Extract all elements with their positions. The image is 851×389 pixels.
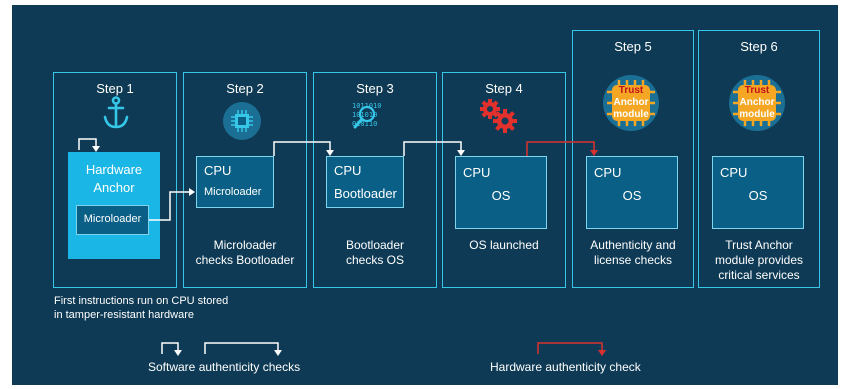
anchor-icon bbox=[103, 96, 129, 129]
legend-software-arrowhead-1 bbox=[174, 350, 182, 356]
legend-software-label: Software authenticity checks bbox=[148, 360, 301, 374]
anchor-label: Anchor bbox=[93, 180, 135, 195]
step-3-cpu-box bbox=[326, 156, 404, 208]
step-1-panel: Step 1 bbox=[53, 72, 177, 288]
step-6-caption-2: module provides bbox=[714, 253, 804, 267]
arrowhead-to-step4 bbox=[457, 150, 465, 156]
legend-software-arrow-2 bbox=[204, 342, 279, 354]
step-4-panel: Step 4 OS launched bbox=[442, 72, 566, 288]
step-5-trust-line-3: module bbox=[613, 109, 649, 120]
microloader-label: Microloader bbox=[83, 213, 142, 225]
trust-anchor-chip-icon bbox=[603, 75, 659, 131]
step-6-panel: Step 6 Trust Anchor module provides crit… bbox=[698, 30, 820, 288]
step-6-trust-line-1: Trust bbox=[744, 85, 770, 96]
svg-text:101010: 101010 bbox=[352, 111, 377, 119]
step-6-trust-line-2: Anchor bbox=[739, 97, 775, 108]
step-2-panel: Step 2 Microloader checks Bootloader bbox=[183, 72, 307, 288]
arrow-step1-self bbox=[78, 138, 97, 150]
step-6-os-label: OS bbox=[748, 188, 768, 203]
step-4-cpu-label: CPU bbox=[463, 165, 491, 180]
legend-hardware-arrow bbox=[537, 342, 603, 354]
arrow-microloader-to-step2 bbox=[149, 191, 194, 221]
step-5-caption-2: license checks bbox=[593, 253, 673, 267]
legend-hardware-label: Hardware authenticity check bbox=[490, 360, 641, 374]
step-3-cpu-label: CPU bbox=[334, 163, 362, 178]
step-6-trust-line-3: module bbox=[739, 109, 775, 120]
arrow-step3-to-step4 bbox=[403, 141, 462, 156]
step-5-title: Step 5 bbox=[614, 39, 652, 54]
step-3-caption-2: checks OS bbox=[345, 253, 405, 267]
trust-anchor-chip-icon bbox=[729, 75, 785, 131]
step-2-title: Step 2 bbox=[226, 81, 264, 96]
hardware-arrowhead-to-step5 bbox=[590, 150, 598, 156]
step-2-microloader-label: Microloader bbox=[204, 186, 262, 198]
hardware-label: Hardware bbox=[85, 162, 143, 177]
microloader-box bbox=[76, 205, 149, 235]
step-2-cpu-box bbox=[196, 156, 274, 208]
legend-hardware-arrowhead bbox=[598, 350, 606, 356]
step-4-caption-1: OS launched bbox=[469, 238, 539, 252]
svg-text:010110: 010110 bbox=[352, 120, 377, 128]
step-2-caption-1: Microloader bbox=[213, 238, 277, 252]
step-5-trust-line-1: Trust bbox=[618, 85, 644, 96]
legend-software-arrow-1 bbox=[161, 342, 179, 354]
step-3-title: Step 3 bbox=[356, 81, 394, 96]
arrowhead-to-step2 bbox=[189, 188, 195, 196]
binary-magnifier-icon: 1011010 101010 010110 bbox=[352, 102, 382, 129]
hardware-arrow-step4-to-step5 bbox=[526, 141, 595, 156]
step-5-panel: Step 5 Authenticity and license checks bbox=[572, 30, 694, 288]
step-2-cpu-label: CPU bbox=[204, 163, 232, 178]
step-6-cpu-label: CPU bbox=[720, 165, 748, 180]
step-3-panel: Step 3 Bootloader checks OS bbox=[313, 72, 437, 288]
step-2-caption-2: checks Bootloader bbox=[195, 253, 295, 267]
step-6-cpu-box bbox=[712, 156, 804, 229]
step-4-title: Step 4 bbox=[485, 81, 523, 96]
legend-software-arrowhead-2 bbox=[274, 350, 282, 356]
arrowhead-step1-self bbox=[92, 146, 100, 152]
footnote-line-2: in tamper-resistant hardware bbox=[54, 309, 195, 321]
step-5-os-label: OS bbox=[622, 188, 642, 203]
step-1-title: Step 1 bbox=[96, 81, 134, 96]
arrowhead-to-step3 bbox=[326, 150, 334, 156]
step-5-trust-line-2: Anchor bbox=[613, 97, 649, 108]
step-3-caption-1: Bootloader bbox=[345, 238, 405, 252]
step-5-cpu-label: CPU bbox=[594, 165, 622, 180]
step-6-caption-3: critical services bbox=[718, 268, 800, 282]
step-5-cpu-box bbox=[586, 156, 678, 229]
step-6-title: Step 6 bbox=[740, 39, 778, 54]
footnote-line-1: First instructions run on CPU stored bbox=[54, 295, 229, 307]
step-6-caption-1: Trust Anchor bbox=[725, 238, 793, 252]
arrow-step2-to-step3 bbox=[273, 141, 331, 156]
chip-icon bbox=[223, 102, 261, 140]
step-4-os-label: OS bbox=[491, 188, 511, 203]
step-4-cpu-box bbox=[455, 156, 547, 229]
step-3-bootloader-label: Bootloader bbox=[334, 186, 397, 201]
step-5-caption-1: Authenticity and bbox=[590, 238, 676, 252]
gears-icon bbox=[480, 99, 517, 133]
